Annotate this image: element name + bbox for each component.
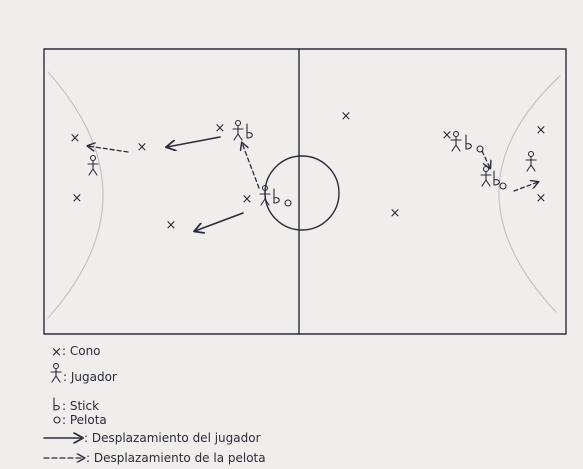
cone-marker: × xyxy=(70,131,81,146)
cone-icon: × xyxy=(51,345,62,360)
cone-marker: × xyxy=(341,109,352,124)
cone-marker: × xyxy=(536,123,547,138)
cone-marker: × xyxy=(536,191,547,206)
cone-marker: × xyxy=(390,206,401,221)
legend-label: : Stick xyxy=(62,399,99,413)
legend-item-cone: × : Cono xyxy=(51,344,101,360)
cone-marker: × xyxy=(442,128,453,143)
cone-marker: × xyxy=(166,218,177,233)
legend-label: : Desplazamiento del jugador xyxy=(84,431,261,445)
cone-marker: × xyxy=(72,191,83,206)
legend-label: : Jugador xyxy=(63,370,117,384)
cone-marker: × xyxy=(215,121,226,136)
legend-label: : Cono xyxy=(62,344,101,358)
legend-item-ball: : Pelota xyxy=(54,413,107,427)
legend-label: : Desplazamiento de la pelota xyxy=(86,451,266,465)
legend-label: : Pelota xyxy=(62,413,107,427)
cone-marker: × xyxy=(137,140,148,155)
cone-marker: × xyxy=(242,192,253,207)
